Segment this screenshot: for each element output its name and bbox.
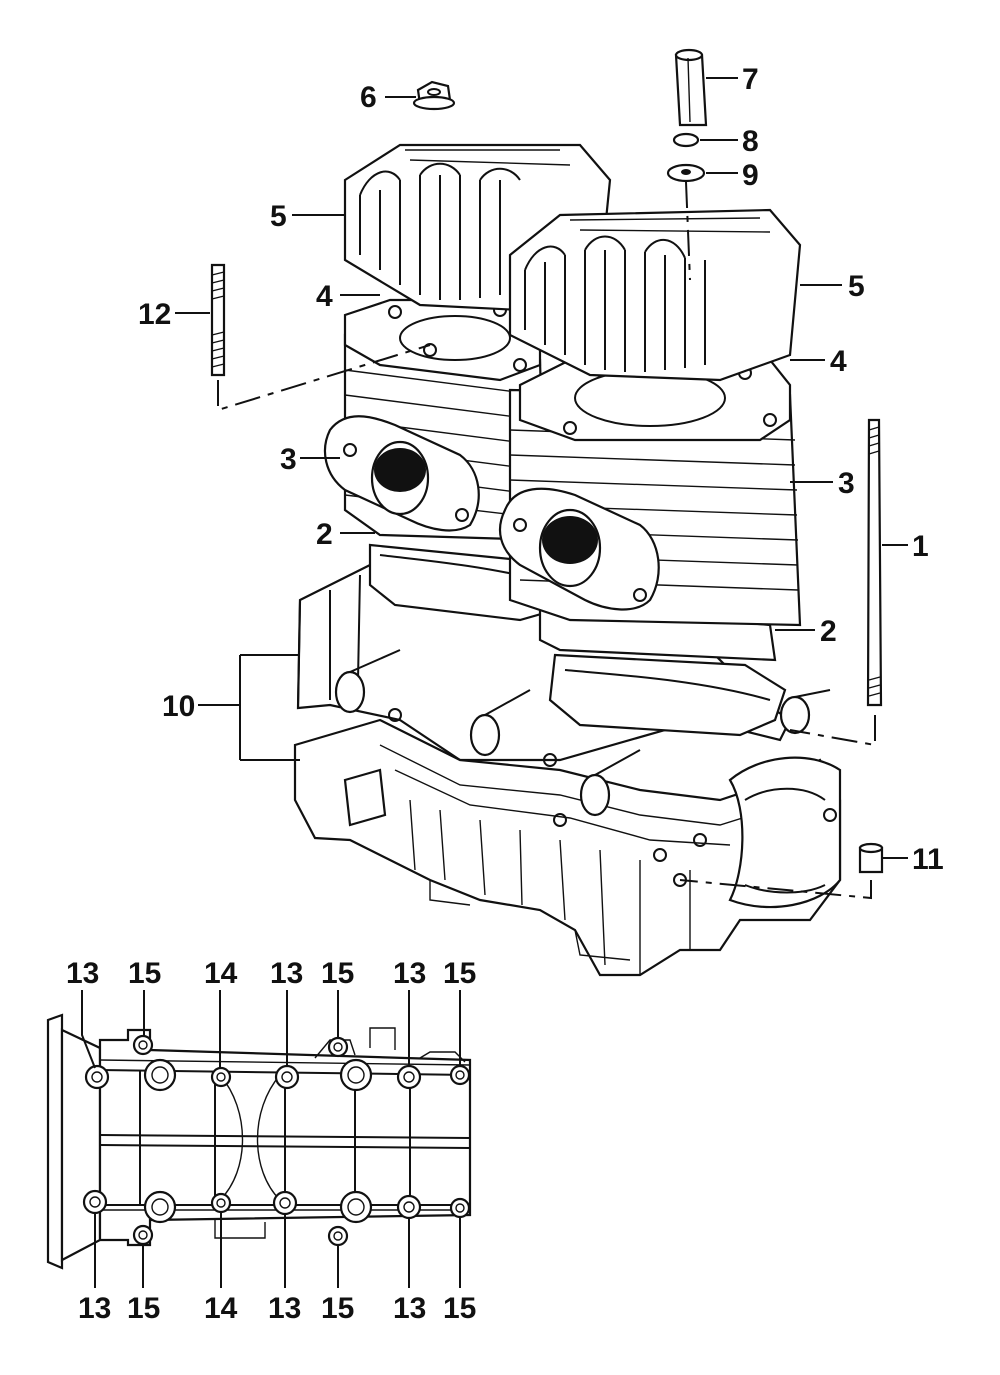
callout-4-right: 4 <box>830 345 847 378</box>
stud-long-drawing <box>866 418 883 707</box>
crankcase-bottom-view-drawing <box>46 1013 472 1270</box>
bottom-callout-top-6: 13 <box>393 957 426 990</box>
flange-nut-drawing <box>412 80 456 111</box>
callout-3-right: 3 <box>838 467 855 500</box>
bottom-callout-top-2: 15 <box>128 957 161 990</box>
callout-11: 11 <box>912 843 944 876</box>
dowel-pin-drawing <box>858 842 884 874</box>
callout-6: 6 <box>360 81 377 114</box>
callout-3-left: 3 <box>280 443 297 476</box>
bottom-callout-bot-1: 13 <box>78 1292 111 1325</box>
lock-washer-drawing <box>672 132 700 148</box>
bottom-callout-bot-4: 13 <box>268 1292 301 1325</box>
cylinder-head-right-drawing <box>508 208 802 382</box>
callout-12: 12 <box>138 298 171 331</box>
callout-7: 7 <box>742 63 759 96</box>
bottom-view-leader-lines <box>81 990 461 1288</box>
bottom-callout-top-3: 14 <box>204 957 238 990</box>
bottom-callout-bot-2: 15 <box>127 1292 160 1325</box>
cylinder-right-drawing <box>498 388 802 737</box>
callout-9: 9 <box>742 159 759 192</box>
callout-5-left: 5 <box>270 200 287 233</box>
stud-short-drawing <box>210 263 226 377</box>
bottom-callout-top-7: 15 <box>443 957 476 990</box>
callout-8: 8 <box>742 125 759 158</box>
spacer-drawing <box>674 48 708 127</box>
bottom-callout-top-1: 13 <box>66 957 99 990</box>
callout-2-right: 2 <box>820 615 837 648</box>
callout-2-left: 2 <box>316 518 333 551</box>
callout-10: 10 <box>162 690 195 723</box>
leader-lines <box>175 77 908 859</box>
bottom-callout-bot-5: 15 <box>321 1292 354 1325</box>
washer-drawing <box>666 163 706 183</box>
callout-labels: 6 7 8 9 5 5 4 4 12 3 3 2 2 1 10 11 13 15… <box>66 63 944 1325</box>
callout-5-right: 5 <box>848 270 865 303</box>
callout-1: 1 <box>912 530 929 563</box>
bottom-callout-top-4: 13 <box>270 957 303 990</box>
bottom-callout-bot-7: 15 <box>443 1292 476 1325</box>
bottom-callout-bot-6: 13 <box>393 1292 426 1325</box>
callout-4-left: 4 <box>316 280 333 313</box>
bottom-callout-top-5: 15 <box>321 957 354 990</box>
bottom-callout-bot-3: 14 <box>204 1292 238 1325</box>
